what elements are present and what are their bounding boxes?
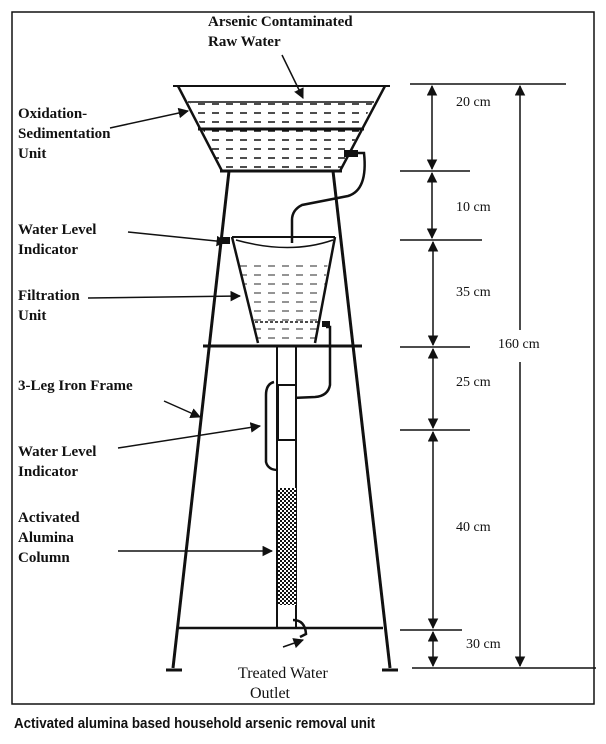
dim-20cm: 20 cm <box>456 95 491 110</box>
figure-border <box>11 11 595 705</box>
label-line: Unit <box>18 146 47 162</box>
label-line: Alumina <box>18 530 74 546</box>
label-line: Indicator <box>18 242 78 258</box>
filter-outlet-tube <box>291 325 332 400</box>
dim-160cm: 160 cm <box>498 337 540 352</box>
filtration-unit <box>221 236 337 344</box>
label-line: Oxidation- <box>18 106 88 122</box>
label-line: Treated Water <box>238 665 328 682</box>
dim-10cm: 10 cm <box>456 200 491 215</box>
label-line: Arsenic Contaminated <box>208 14 353 30</box>
activated-alumina-column <box>264 346 308 639</box>
label-line: Sedimentation <box>18 126 111 142</box>
dim-40cm: 40 cm <box>456 520 491 535</box>
oxidation-sedimentation-unit <box>173 85 390 173</box>
label-line: Filtration <box>18 288 80 304</box>
dimension-lines <box>400 83 596 669</box>
label-line: Indicator <box>18 464 78 480</box>
label-line: Raw Water <box>208 34 281 50</box>
iron-frame <box>166 170 398 672</box>
dim-35cm: 35 cm <box>456 285 491 300</box>
label-line: Unit <box>18 308 47 324</box>
label-line: Outlet <box>250 685 290 702</box>
label-arrows <box>87 54 304 649</box>
feed-tube <box>290 151 366 243</box>
label-line: Column <box>18 550 70 566</box>
dim-25cm: 25 cm <box>456 375 491 390</box>
frame-label: 3-Leg Iron Frame <box>18 378 133 394</box>
label-line: Activated <box>18 510 80 526</box>
dim-30cm: 30 cm <box>466 637 501 652</box>
label-line: Water Level <box>18 444 97 460</box>
figure-caption: Activated alumina based household arseni… <box>14 716 376 732</box>
label-line: Water Level <box>18 222 97 238</box>
